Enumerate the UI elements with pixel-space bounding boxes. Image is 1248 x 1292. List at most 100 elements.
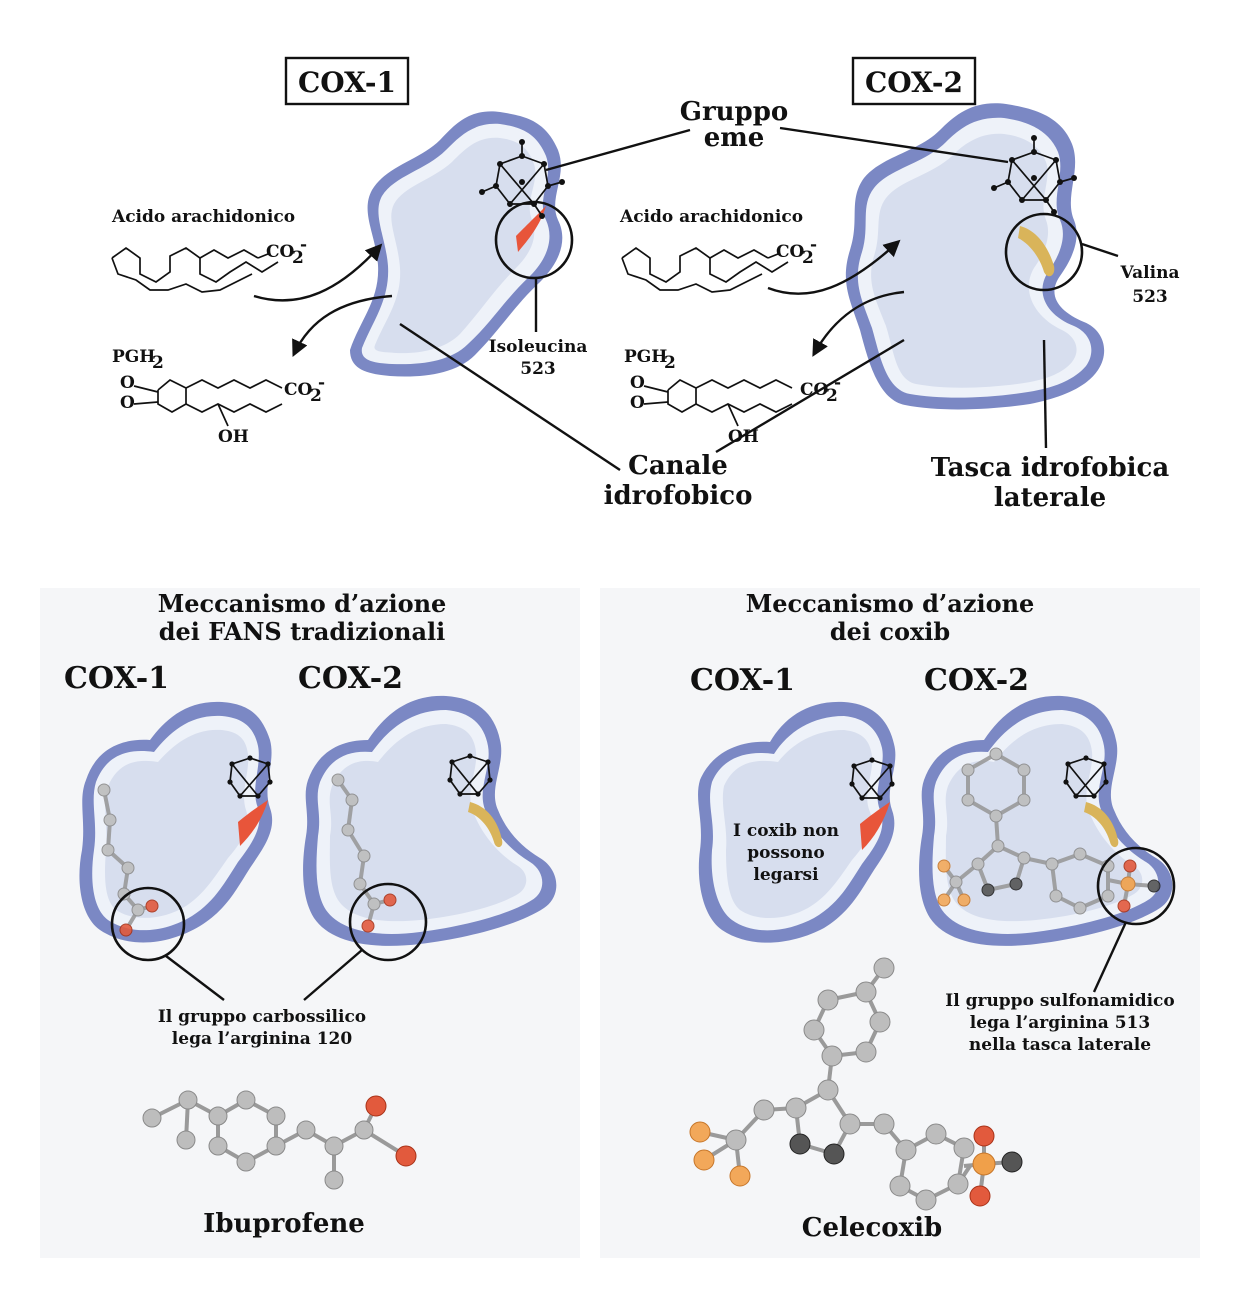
pgh2-label-left: PGH — [112, 347, 155, 367]
arrow-icon — [812, 290, 905, 357]
channel-leader-left — [399, 323, 621, 471]
arachidonic-structure-right — [621, 246, 789, 293]
svg-text:O: O — [120, 393, 135, 413]
arrow-icon — [292, 294, 393, 358]
carboxyl-leader-right — [303, 949, 363, 1001]
celecoxib-molecule — [689, 957, 1023, 1211]
top-cox2-label: COX-2 — [851, 56, 977, 106]
carboxyl-note-line1: Il gruppo carbossilico — [158, 1007, 366, 1027]
svg-text:O: O — [630, 373, 645, 393]
coxib-cox1-label: COX-1 — [690, 663, 795, 698]
heme-label-line1: Gruppo — [680, 97, 789, 127]
svg-text:CO: CO — [284, 380, 313, 400]
pgh2-structure-left: O O — [120, 373, 283, 427]
svg-text:-: - — [834, 373, 841, 393]
sulfonamide-note-line1: Il gruppo sulfonamidico — [945, 991, 1174, 1011]
valine-523-marker — [1018, 226, 1055, 277]
isoleucine-marker-nsaid — [238, 800, 268, 846]
svg-text:2: 2 — [310, 386, 322, 406]
coxib-blocked-line3: legarsi — [753, 865, 819, 885]
arachidonic-label-left: Acido arachidonico — [111, 207, 295, 227]
svg-text:-: - — [300, 235, 307, 255]
enzyme-cox2-top — [845, 103, 1105, 410]
ibuprofen-label: Ibuprofene — [203, 1209, 365, 1239]
enzyme-cox1-top — [350, 111, 563, 377]
nsaid-cox1-label: COX-1 — [64, 661, 169, 696]
arachidonic-label-right: Acido arachidonico — [619, 207, 803, 227]
heme-label-line2: eme — [704, 123, 765, 153]
svg-text:CO: CO — [776, 242, 805, 262]
svg-text:-: - — [810, 235, 817, 255]
pocket-label-line1: Tasca idrofobica — [931, 453, 1170, 483]
sulfonamide-note-line3: nella tasca laterale — [969, 1035, 1151, 1055]
bottom-right-section: Meccanismo d’azione dei coxib COX-1 COX-… — [689, 589, 1176, 1243]
valine-marker-coxib — [1084, 802, 1119, 848]
isoleucine-label-line1: Isoleucina — [489, 337, 588, 357]
carboxyl-site-circle-cox1 — [110, 886, 186, 962]
coxib-title-line2: dei coxib — [830, 617, 950, 646]
heme-group-icon — [991, 135, 1077, 215]
top-section: COX-1 COX-2 — [111, 56, 1180, 513]
pocket-leader — [1042, 339, 1048, 449]
coxib-title-line1: Meccanismo d’azione — [746, 589, 1035, 618]
coxib-cox2-label: COX-2 — [924, 663, 1029, 698]
arrow-icon — [253, 243, 383, 302]
valine-label-line2: 523 — [1132, 287, 1168, 307]
enzyme-cox1-coxib — [698, 701, 896, 943]
coxib-blocked-line1: I coxib non — [733, 821, 839, 841]
sulfonamide-leader — [1092, 921, 1128, 993]
channel-label-line2: idrofobico — [604, 481, 753, 511]
heme-group-icon — [1063, 755, 1109, 799]
svg-text:CO: CO — [800, 380, 829, 400]
active-site-circle-cox2 — [1004, 212, 1084, 292]
carboxyl-leader-left — [165, 955, 225, 1001]
molecule-icon — [331, 773, 397, 933]
carboxyl-site-circle-cox2 — [348, 882, 428, 962]
arrow-icon — [767, 239, 901, 295]
heme-group-icon — [849, 757, 895, 801]
nsaid-title-line1: Meccanismo d’azione — [158, 589, 447, 618]
sulfonamide-site-circle — [1096, 846, 1176, 926]
svg-text:OH: OH — [218, 427, 249, 447]
arachidonic-structure-left — [111, 246, 279, 293]
heme-group-icon — [479, 139, 565, 219]
active-site-circle-cox1 — [494, 200, 574, 280]
bottom-left-section: Meccanismo d’azione dei FANS tradizional… — [64, 589, 557, 1239]
isoleucine-label-line2: 523 — [520, 359, 556, 379]
molecule-icon — [937, 747, 1161, 915]
heme-leader-left — [545, 128, 691, 172]
isoleucine-523-marker — [516, 206, 546, 252]
molecule-icon — [97, 783, 159, 937]
coxib-blocked-line2: possono — [747, 843, 824, 863]
carboxyl-note-line2: lega l’arginina 120 — [172, 1029, 353, 1049]
svg-text:COX-2: COX-2 — [865, 66, 963, 99]
svg-text:O: O — [630, 393, 645, 413]
heme-leader-right — [779, 126, 1009, 164]
svg-text:COX-1: COX-1 — [298, 66, 396, 99]
nsaid-cox2-label: COX-2 — [298, 661, 403, 696]
heme-group-icon — [447, 753, 493, 797]
svg-text:O: O — [120, 373, 135, 393]
svg-text:2: 2 — [152, 353, 164, 373]
svg-text:CO: CO — [266, 242, 295, 262]
channel-label-line1: Canale — [628, 451, 728, 481]
top-cox1-label: COX-1 — [284, 56, 410, 106]
isoleucine-marker-coxib — [860, 802, 890, 850]
valine-label-line1: Valina — [1120, 263, 1180, 283]
celecoxib-label: Celecoxib — [802, 1213, 942, 1243]
pgh2-structure-right: O O — [630, 373, 793, 427]
heme-group-icon — [227, 755, 273, 799]
enzyme-cox2-nsaid — [303, 695, 557, 946]
svg-text:-: - — [318, 373, 325, 393]
valine-marker-nsaid — [468, 802, 503, 848]
svg-text:2: 2 — [292, 248, 304, 268]
ibuprofen-molecule — [142, 1090, 417, 1190]
pgh2-label-right: PGH — [624, 347, 667, 367]
svg-text:2: 2 — [826, 386, 838, 406]
svg-text:2: 2 — [664, 353, 676, 373]
nsaid-title-line2: dei FANS tradizionali — [159, 617, 446, 646]
channel-leader-right — [715, 338, 905, 454]
svg-text:2: 2 — [802, 248, 814, 268]
sulfonamide-note-line2: lega l’arginina 513 — [970, 1013, 1150, 1033]
